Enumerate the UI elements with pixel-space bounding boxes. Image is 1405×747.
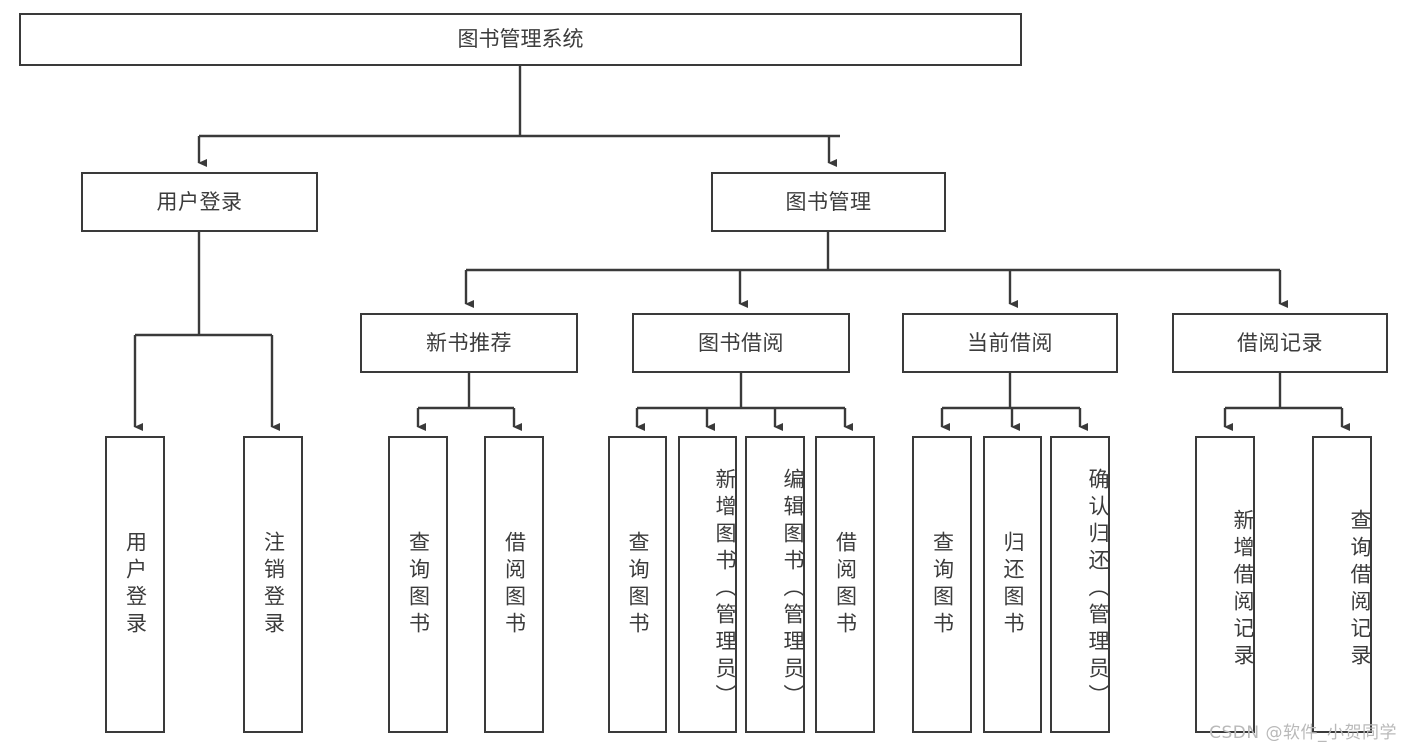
node-leaf-user-login[interactable]: 用户登录 bbox=[105, 436, 165, 733]
node-leaf-query-record[interactable]: 查询借阅记录 bbox=[1312, 436, 1372, 733]
node-borrow-record[interactable]: 借阅记录 bbox=[1172, 313, 1388, 373]
node-user-login[interactable]: 用户登录 bbox=[81, 172, 318, 232]
node-leaf-add-record[interactable]: 新增借阅记录 bbox=[1195, 436, 1255, 733]
node-new-book-recommend[interactable]: 新书推荐 bbox=[360, 313, 578, 373]
node-leaf-query-book-2[interactable]: 查询图书 bbox=[608, 436, 667, 733]
node-leaf-return-book[interactable]: 归还图书 bbox=[983, 436, 1042, 733]
node-leaf-confirm-return[interactable]: 确认归还（管理员） bbox=[1050, 436, 1110, 733]
node-book-borrow[interactable]: 图书借阅 bbox=[632, 313, 850, 373]
node-leaf-query-book-1[interactable]: 查询图书 bbox=[388, 436, 448, 733]
node-book-management[interactable]: 图书管理 bbox=[711, 172, 946, 232]
node-current-borrow[interactable]: 当前借阅 bbox=[902, 313, 1118, 373]
node-leaf-edit-book[interactable]: 编辑图书（管理员） bbox=[745, 436, 805, 733]
node-leaf-borrow-book-2[interactable]: 借阅图书 bbox=[815, 436, 875, 733]
node-root-system[interactable]: 图书管理系统 bbox=[19, 13, 1022, 66]
node-leaf-logout[interactable]: 注销登录 bbox=[243, 436, 303, 733]
node-leaf-add-book[interactable]: 新增图书（管理员） bbox=[678, 436, 737, 733]
watermark: CSDN @软件_小贺同学 bbox=[1209, 723, 1397, 743]
node-leaf-borrow-book-1[interactable]: 借阅图书 bbox=[484, 436, 544, 733]
node-leaf-query-book-3[interactable]: 查询图书 bbox=[912, 436, 972, 733]
